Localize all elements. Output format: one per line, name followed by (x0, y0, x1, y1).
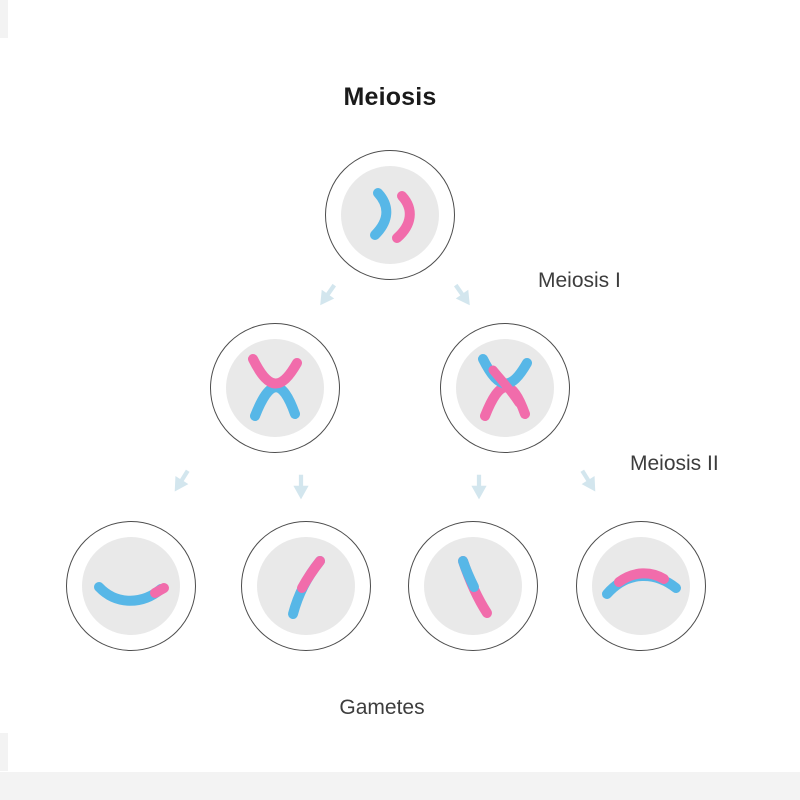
gamete-cell-3 (408, 521, 538, 651)
gamete-cell-2 (241, 521, 371, 651)
meiosis1-cell-left (210, 323, 340, 453)
chromosome-pink (248, 354, 302, 389)
watermark-bar (0, 733, 8, 771)
recombinant-chromosome (94, 582, 169, 606)
arrow-down-icon (290, 474, 312, 501)
chromosome-pink-segment (614, 568, 669, 587)
recombinant-chromosome (602, 568, 681, 599)
gamete-cell-4 (576, 521, 706, 651)
stage-label-meiosis-2: Meiosis II (630, 452, 719, 475)
parent-cell (325, 150, 455, 280)
watermark-bar (0, 772, 800, 800)
chromosome-blue (250, 382, 300, 421)
arrow-down-right-icon (446, 278, 480, 313)
arrow-down-left-icon (310, 278, 344, 313)
crossover-chromosomes (478, 354, 532, 421)
recombinant-chromosome (288, 556, 325, 619)
recombinant-chromosome (458, 556, 492, 618)
gamete-cell-1 (66, 521, 196, 651)
chromosome-pink-segment (150, 583, 169, 598)
chromosome-pink-segment (297, 556, 325, 593)
diagram-title: Meiosis (343, 83, 437, 111)
parent-chromosomes (370, 188, 415, 243)
chromosome-pink (392, 191, 415, 243)
arrow-down-left-icon (165, 464, 198, 499)
gametes-label: Gametes (339, 696, 425, 719)
chromosome-pink-crossover (488, 365, 524, 408)
chromosome-blue-segment (458, 556, 479, 592)
watermark-bar (0, 0, 8, 38)
chromosome-blue (370, 188, 392, 240)
meiosis1-cell-right (440, 323, 570, 453)
arrow-down-right-icon (573, 464, 606, 499)
arrow-down-icon (468, 474, 490, 501)
crossover-chromosomes (248, 354, 302, 421)
stage-label-meiosis-1: Meiosis I (538, 269, 621, 292)
